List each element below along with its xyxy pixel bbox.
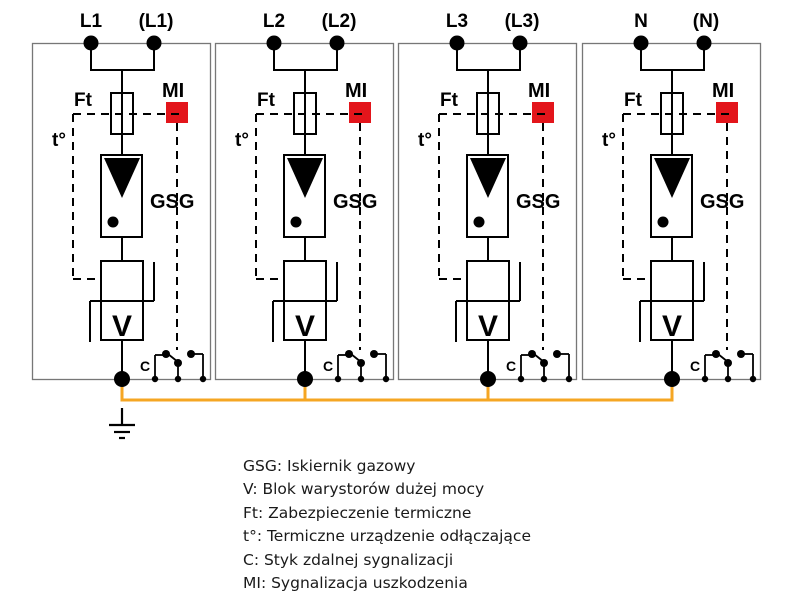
module-4: N (N) Ft MI t° GSG VC (581, 11, 762, 387)
gas-label: GSG (150, 191, 194, 213)
contact-label: C (690, 358, 700, 374)
ground-node (114, 371, 130, 387)
ground-bus (120, 387, 674, 402)
terminal-label-left: L1 (80, 11, 103, 32)
terminal-label-left: L2 (263, 11, 285, 32)
contact-pin (345, 350, 353, 358)
fuse-label: Ft (624, 90, 643, 111)
contact-terminal (151, 375, 159, 383)
terminal-label-right: (N) (693, 11, 719, 32)
contact-terminal (517, 375, 525, 383)
indicator-label: MI (528, 80, 550, 102)
fault-indicator (532, 102, 554, 123)
gsg-dot (107, 216, 119, 228)
ground-node (664, 371, 680, 387)
gsg-dot (290, 216, 302, 228)
thermal-label: t° (602, 130, 616, 151)
contact-terminal (749, 375, 757, 383)
module-2: L2 (L2) Ft MI t° GSG VC (214, 11, 395, 387)
ground-bus-line (120, 387, 674, 402)
gsg-triangle (287, 158, 323, 198)
gsg-triangle (654, 158, 690, 198)
fault-indicator (716, 102, 738, 123)
contact-terminal (724, 375, 732, 383)
module-3: L3 (L3) Ft MI t° GSG VC (397, 11, 578, 387)
gsg-triangle (470, 158, 506, 198)
legend-item-mi: MI: Sygnalizacja uszkodzenia (243, 574, 468, 593)
thermal-label: t° (235, 130, 249, 151)
terminal-label-right: (L3) (505, 11, 540, 32)
contact-terminal (174, 375, 182, 383)
varistor-label: V (295, 310, 315, 343)
gsg-dot (473, 216, 485, 228)
gas-label: GSG (700, 191, 744, 213)
legend-item-v: V: Blok warystorów dużej mocy (243, 480, 485, 499)
contact-pin (712, 350, 720, 358)
gsg-dot (657, 216, 669, 228)
varistor-label: V (112, 310, 132, 343)
varistor-label: V (662, 310, 682, 343)
indicator-label: MI (162, 80, 184, 102)
terminal-label-left: N (634, 11, 648, 32)
fault-indicator (349, 102, 371, 123)
ground-node (480, 371, 496, 387)
gsg-triangle (104, 158, 140, 198)
gas-label: GSG (516, 191, 560, 213)
fuse-label: Ft (74, 90, 93, 111)
fuse-label: Ft (440, 90, 459, 111)
indicator-label: MI (712, 80, 734, 102)
ground-icon (109, 408, 135, 440)
terminal-label-right: (L1) (139, 11, 174, 32)
varistor-label: V (478, 310, 498, 343)
gas-label: GSG (333, 191, 377, 213)
legend-item-ft: Ft: Zabezpieczenie termiczne (243, 503, 472, 522)
contact-pin (528, 350, 536, 358)
contact-terminal (357, 375, 365, 383)
ground-node (297, 371, 313, 387)
terminal-label-right: (L2) (322, 11, 357, 32)
legend-item-c: C: Styk zdalnej sygnalizacji (243, 550, 454, 569)
contact-label: C (506, 358, 516, 374)
thermal-label: t° (418, 130, 432, 151)
terminal-label-left: L3 (446, 11, 468, 32)
contact-terminal (540, 375, 548, 383)
thermal-label: t° (52, 130, 66, 151)
fault-indicator (166, 102, 188, 123)
contact-label: C (140, 358, 150, 374)
indicator-label: MI (345, 80, 367, 102)
module-1: L1 (L1) Ft MI t° GSG VC (31, 11, 212, 387)
contact-terminal (382, 375, 390, 383)
contact-terminal (199, 375, 207, 383)
fuse-label: Ft (257, 90, 276, 111)
contact-terminal (565, 375, 573, 383)
contact-terminal (701, 375, 709, 383)
legend-item-gsg: GSG: Iskiernik gazowy (243, 457, 416, 475)
contact-pin (162, 350, 170, 358)
legend-item-thermal: t°: Termiczne urządzenie odłączające (243, 527, 531, 546)
contact-label: C (323, 358, 333, 374)
contact-terminal (334, 375, 342, 383)
legend: GSG: Iskiernik gazowy V: Blok warystorów… (243, 455, 531, 595)
